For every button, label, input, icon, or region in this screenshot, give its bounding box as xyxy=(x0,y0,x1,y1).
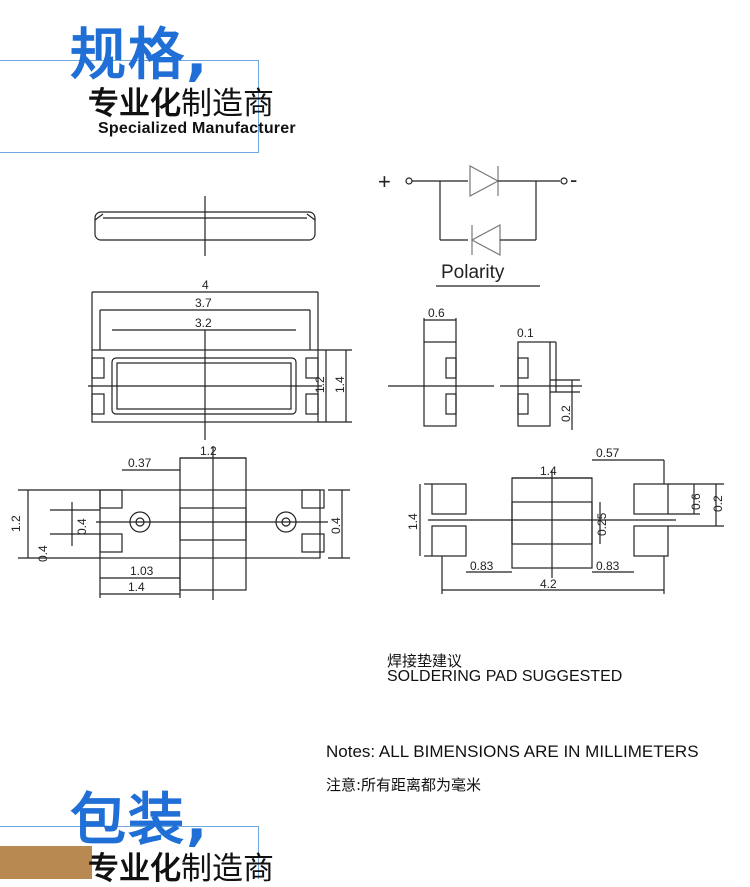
dim-end-01: 0.1 xyxy=(517,326,534,340)
polarity-label: Polarity xyxy=(441,262,505,283)
dim-pad-057: 0.57 xyxy=(596,446,620,460)
dim-pad-14: 1.4 xyxy=(540,464,557,478)
end-view-side xyxy=(500,341,582,430)
dim-pad-42: 4.2 xyxy=(540,577,557,591)
spec-subtitle-rest: 制造商 xyxy=(181,86,274,122)
dim-end-06: 0.6 xyxy=(428,306,445,320)
polarity-symbol xyxy=(405,164,568,287)
spec-title: 规格, xyxy=(70,23,210,88)
dim-bottom-04a: 0.4 xyxy=(36,545,50,562)
dim-bottom-04c: 0.4 xyxy=(329,517,343,534)
bottom-view xyxy=(18,446,350,600)
dim-bottom-037: 0.37 xyxy=(128,456,152,470)
dim-bottom-14: 1.4 xyxy=(128,580,145,594)
header-top-bottomline xyxy=(0,152,259,153)
dim-pad-14left: 1.4 xyxy=(406,513,420,530)
dim-side-12: 1.2 xyxy=(313,376,327,393)
top-view xyxy=(88,291,352,440)
notes-cn: 注意:所有距离都为毫米 xyxy=(326,776,482,794)
dim-bottom-103: 1.03 xyxy=(130,564,154,578)
packaging-subtitle-bold: 专业化 xyxy=(88,851,181,887)
dim-bottom-04b: 0.4 xyxy=(75,518,89,535)
dim-pad-083b: 0.83 xyxy=(596,559,620,573)
header-bottom-line xyxy=(0,826,258,827)
end-view-front xyxy=(388,318,494,427)
dim-top-37: 3.7 xyxy=(195,296,212,310)
packaging-box-image xyxy=(0,846,92,879)
header-top-line xyxy=(0,60,258,61)
spec-subtitle-cn: 专业化制造商 xyxy=(88,89,274,120)
dim-top-4: 4 xyxy=(202,278,209,292)
solder-caption-cn: 焊接垫建议 xyxy=(387,652,463,670)
dim-pad-083a: 0.83 xyxy=(470,559,494,573)
packaging-subtitle-rest: 制造商 xyxy=(181,851,274,887)
dim-pad-02: 0.2 xyxy=(711,495,725,512)
polarity-plus: + xyxy=(378,169,391,194)
side-profile-view xyxy=(94,196,316,256)
spec-subtitle-en: Specialized Manufacturer xyxy=(98,120,296,137)
spec-subtitle-bold: 专业化 xyxy=(88,86,181,122)
polarity-minus: - xyxy=(570,167,577,192)
header-top-vline xyxy=(258,60,259,152)
dim-end-02: 0.2 xyxy=(559,405,573,422)
dim-pad-06: 0.6 xyxy=(689,493,703,510)
packaging-subtitle-cn: 专业化制造商 xyxy=(88,854,274,885)
dim-bottom-12left: 1.2 xyxy=(9,515,23,532)
dim-top-32: 3.2 xyxy=(195,316,212,330)
notes-en: Notes: ALL BIMENSIONS ARE IN MILLIMETERS xyxy=(326,742,699,761)
dim-bottom-12top: 1.2 xyxy=(200,444,217,458)
dim-side-14: 1.4 xyxy=(333,376,347,393)
header-bottom-vline xyxy=(258,826,259,879)
packaging-title: 包装, xyxy=(70,788,210,853)
solder-pad-layout xyxy=(419,459,724,594)
solder-caption-en: SOLDERING PAD SUGGESTED xyxy=(387,668,623,685)
dim-pad-025: 0.25 xyxy=(595,512,609,536)
